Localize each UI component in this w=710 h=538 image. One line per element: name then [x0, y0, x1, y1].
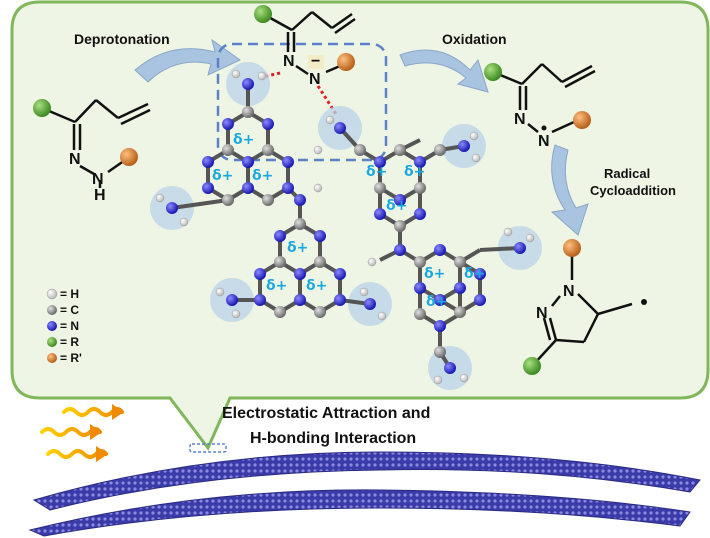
cycloaddition-arrow: [550, 144, 589, 236]
delta-plus: δ+: [426, 294, 447, 310]
atom-legend: = H = C = N = R = R': [46, 287, 82, 365]
delta-plus: δ+: [404, 164, 425, 180]
hydrazone-molecule: [41, 99, 151, 188]
r-group-atom: [254, 5, 272, 23]
h-atom-label: H: [94, 187, 106, 204]
callout-panel: [10, 0, 710, 451]
legend-c-swatch: [47, 305, 57, 315]
carbon-nitride-sheet-bottom: [28, 489, 691, 537]
delta-plus: δ+: [212, 168, 233, 184]
delta-plus: δ+: [252, 168, 273, 184]
cycloaddition-label: Cycloaddition: [590, 183, 676, 198]
negative-charge-box: [308, 55, 324, 69]
interaction-caption-line2: H-bonding Interaction: [250, 430, 416, 447]
delta-plus: δ+: [306, 278, 327, 294]
r-group-atom: [523, 357, 541, 375]
oxidation-arrow: [399, 49, 489, 93]
deprotonation-arrow: [134, 38, 241, 83]
r-group-atom: [484, 63, 502, 81]
interaction-caption-line1: Electrostatic Attraction and: [222, 405, 430, 422]
n-atom-label: N: [69, 151, 81, 168]
carbon-nitride-fragment: δ+ δ+ δ+ δ+ δ+ δ+ δ+ δ+ δ+ δ+ δ+ δ+: [150, 62, 542, 390]
delta-plus: δ+: [366, 164, 387, 180]
r-group-atom: [33, 99, 51, 117]
r-prime-group-atom: [337, 53, 355, 71]
n-atom-label: N: [92, 171, 104, 188]
legend-rprime-label: = R': [60, 351, 82, 365]
legend-h-swatch: [46, 288, 58, 300]
r-prime-group-atom: [563, 239, 581, 257]
r-prime-group-atom: [573, 111, 591, 129]
light-wave-arrowheads: [90, 404, 124, 462]
n-atom-label: N: [536, 305, 548, 322]
n-atom-label: N: [283, 53, 295, 70]
r-prime-group-atom: [120, 148, 138, 166]
radical-label: Radical: [604, 166, 650, 181]
n-atom-label: N: [309, 71, 321, 88]
radical-dot: [541, 125, 547, 131]
sheet-focus-marker: [189, 443, 227, 453]
n-atom-label: N: [563, 283, 575, 300]
legend-rprime-swatch: [47, 353, 57, 363]
legend-n-swatch: [47, 321, 57, 331]
light-waves-icon: [40, 407, 124, 459]
oxidation-label: Oxidation: [442, 31, 507, 47]
delta-plus: δ+: [287, 240, 308, 256]
n-atom-label: N: [538, 133, 550, 150]
deprotonation-label: Deprotonation: [74, 31, 170, 47]
n-atom-label: N: [514, 111, 526, 128]
delta-plus: δ+: [233, 132, 254, 148]
delta-plus: δ+: [464, 266, 485, 282]
legend-h-label: = H: [60, 287, 79, 301]
negative-charge: −: [311, 53, 320, 70]
delta-plus: δ+: [266, 278, 287, 294]
legend-r-swatch: [47, 337, 57, 347]
carbon-nitride-sheet-top: [32, 451, 701, 511]
interaction-highlight-box: [216, 42, 388, 162]
legend-r-label: = R: [60, 335, 79, 349]
radical-dot: [641, 299, 647, 305]
delta-plus: δ+: [424, 266, 445, 282]
legend-n-label: = N: [60, 319, 79, 333]
delta-plus: δ+: [386, 198, 407, 214]
legend-c-label: = C: [60, 303, 79, 317]
